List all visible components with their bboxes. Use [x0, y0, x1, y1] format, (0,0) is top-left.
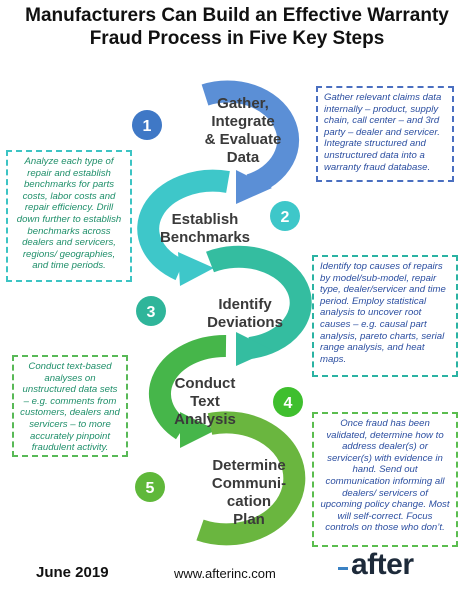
step-3-label-line: Deviations — [207, 314, 283, 331]
step-5-label-line: Communi- — [212, 475, 286, 492]
step-1-badge — [132, 110, 162, 140]
step-1-arrowhead — [236, 170, 272, 204]
step-3-label-line: Identify — [218, 296, 272, 313]
step-4-arrowhead — [180, 412, 216, 448]
logo-dash-icon — [338, 567, 348, 570]
step-4-number: 4 — [284, 395, 293, 412]
step-1-number: 1 — [143, 118, 152, 135]
step-4-label-line: Text — [190, 393, 220, 410]
step-1-label-line: Data — [227, 149, 260, 166]
step-1-arc — [201, 80, 300, 196]
step-5-label-line: Determine — [212, 457, 285, 474]
footer-date: June 2019 — [36, 564, 109, 581]
after-logo: after — [338, 548, 458, 584]
step-5-label-line: Plan — [233, 511, 265, 528]
step-1-label-line: Gather, — [217, 95, 269, 112]
step-1-description: Gather relevant claims data internally –… — [316, 86, 454, 182]
step-2-description: Analyze each type of repair and establis… — [6, 150, 132, 282]
step-4-label-line: Analysis — [174, 411, 236, 428]
step-2-label-line: Establish — [172, 211, 239, 228]
step-2-arrowhead — [178, 252, 214, 286]
step-5-label-line: cation — [227, 493, 271, 510]
step-2-arc — [137, 169, 230, 281]
step-1-label-line: Integrate — [211, 113, 274, 130]
page-title: Manufacturers Can Build an Effective War… — [25, 5, 449, 49]
step-4-arc — [149, 334, 227, 440]
step-2-number: 2 — [281, 209, 290, 226]
step-5-description: Once fraud has been validated, determine… — [312, 412, 458, 547]
step-2-badge — [270, 201, 300, 231]
step-5-badge — [135, 472, 165, 502]
step-3-arc — [206, 245, 312, 359]
step-5-arc — [196, 411, 306, 546]
step-1-label-line: & Evaluate — [205, 131, 282, 148]
step-3-badge — [136, 296, 166, 326]
step-3-description: Identify top causes of repairs by model/… — [312, 255, 458, 377]
step-3-number: 3 — [147, 304, 156, 321]
logo-text: after — [351, 548, 414, 581]
step-3-arrowhead — [236, 332, 272, 366]
step-2-label-line: Benchmarks — [160, 229, 250, 246]
step-4-badge — [273, 387, 303, 417]
step-5-number: 5 — [146, 480, 155, 497]
footer-url[interactable]: www.afterinc.com — [174, 566, 276, 581]
step-4-label-line: Conduct — [175, 375, 236, 392]
step-4-description: Conduct text-based analyses on unstructu… — [12, 355, 128, 457]
